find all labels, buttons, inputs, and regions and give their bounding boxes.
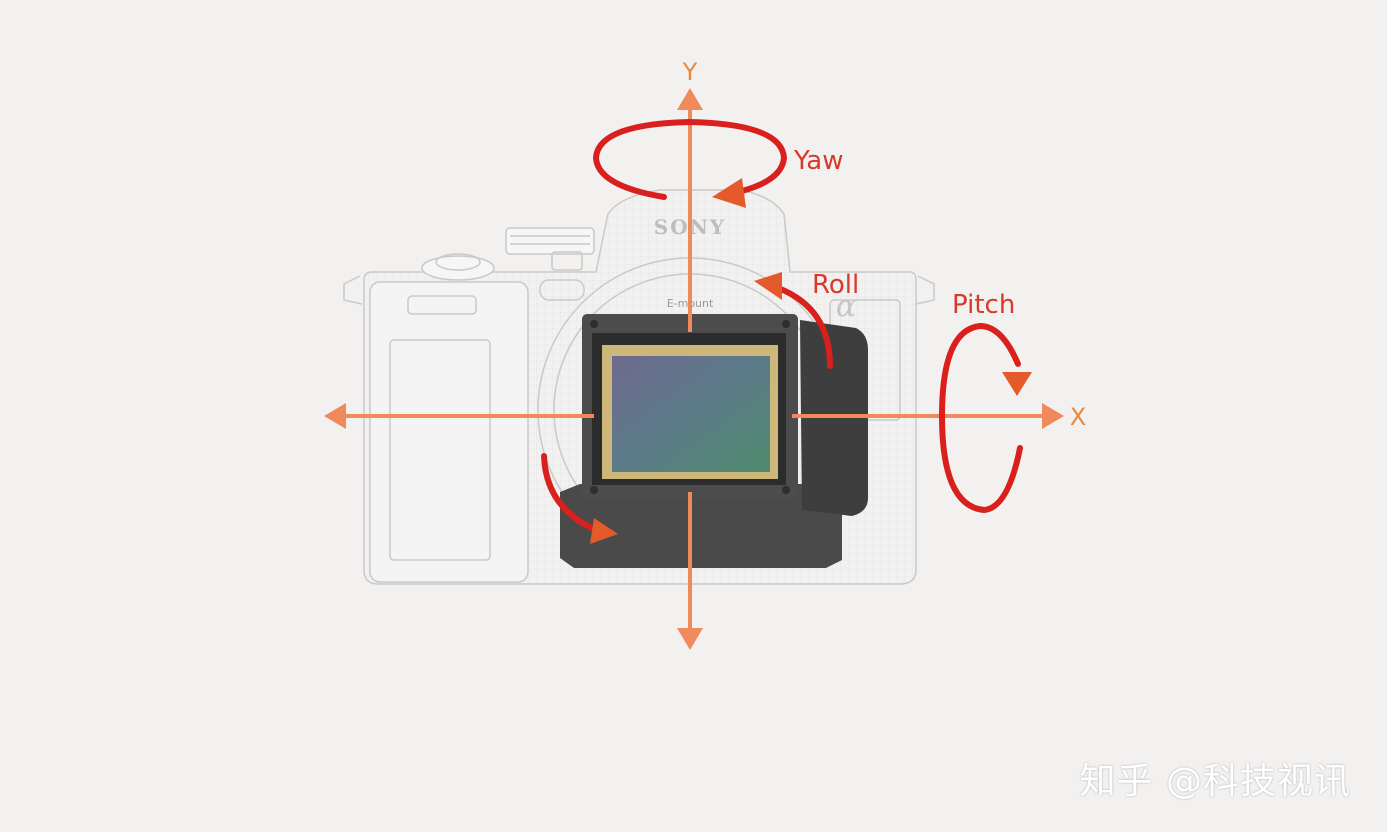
yaw-rotation-arrow bbox=[592, 118, 788, 200]
watermark: 知乎 @科技视讯 bbox=[1079, 761, 1351, 802]
mode-dial bbox=[505, 227, 595, 255]
x-axis-right-arrowhead-icon bbox=[1042, 403, 1064, 429]
right-strap-lug bbox=[915, 275, 935, 305]
roll-lower-arrowhead-icon bbox=[590, 518, 618, 544]
stabilizer-frame bbox=[560, 484, 842, 568]
roll-rotation-arrow-lower bbox=[541, 453, 599, 533]
top-dial bbox=[421, 255, 495, 281]
pitch-rotation-arrow bbox=[938, 322, 1023, 514]
roll-rotation-arrow-upper bbox=[775, 285, 833, 369]
roll-label: Roll bbox=[812, 270, 859, 300]
x-axis-left-arrowhead-icon bbox=[324, 403, 346, 429]
alpha-logo: α bbox=[836, 289, 856, 324]
grip bbox=[369, 281, 529, 583]
axis-lines bbox=[344, 108, 1044, 630]
pitch-label: Pitch bbox=[952, 290, 1015, 320]
left-strap-lug bbox=[343, 275, 363, 305]
y-axis-down-arrowhead-icon bbox=[677, 628, 703, 650]
x-axis-label: X bbox=[1070, 403, 1086, 431]
pitch-arrowhead-icon bbox=[1002, 372, 1032, 396]
roll-upper-arrowhead-icon bbox=[754, 272, 782, 300]
ibis-unit bbox=[560, 314, 868, 568]
image-sensor bbox=[612, 356, 770, 472]
y-axis-up-arrowhead-icon bbox=[677, 88, 703, 110]
yaw-arrowhead-icon bbox=[712, 178, 746, 208]
y-axis-label: Y bbox=[682, 58, 698, 86]
yaw-label: Yaw bbox=[793, 146, 844, 176]
